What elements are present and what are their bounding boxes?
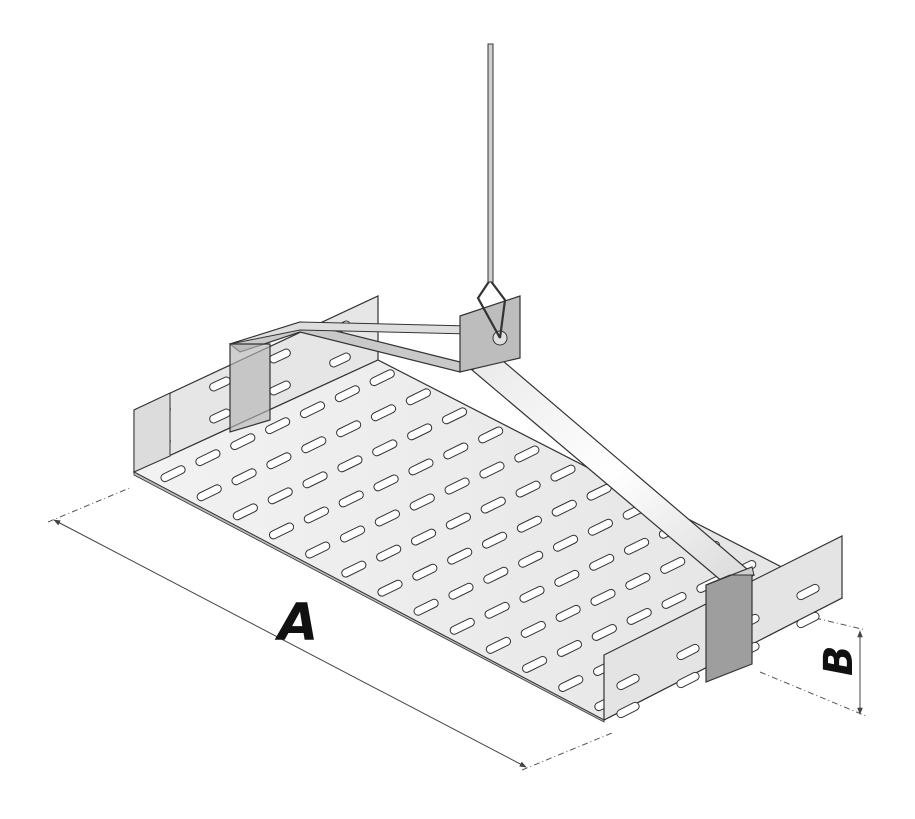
slot-hole [447, 547, 473, 565]
slot-hole [230, 433, 256, 451]
slot-hole [552, 534, 579, 552]
slot-hole [449, 617, 475, 635]
slot-hole [660, 556, 686, 574]
slot-hole [550, 464, 576, 482]
slot-hole [232, 503, 258, 521]
slot-hole [616, 673, 640, 691]
bracket-right-plate [459, 295, 521, 373]
dimension-a-extension-right [521, 732, 613, 771]
slot-hole [410, 528, 437, 546]
slot-hole [555, 604, 581, 622]
slot-hole [329, 352, 351, 368]
slot-hole [589, 553, 615, 571]
tray-left-wall [133, 392, 171, 473]
slot-hole [616, 701, 640, 719]
slot-hole [514, 445, 540, 463]
slot-hole [443, 442, 469, 460]
slot-hole [676, 643, 700, 661]
slot-hole [336, 420, 362, 438]
top-bracket [228, 295, 521, 433]
slot-hole [334, 385, 360, 403]
slot-hole [661, 592, 687, 609]
slot-hole [481, 531, 508, 549]
slot-hole [796, 611, 820, 629]
slot-hole [556, 640, 583, 657]
slot-hole [515, 480, 541, 498]
slot-hole [376, 544, 402, 562]
slot-hole [369, 369, 395, 387]
slot-hole [676, 671, 700, 689]
slot-hole [518, 550, 544, 568]
slot-hole [408, 458, 434, 476]
slot-hole [341, 560, 367, 578]
slot-hole [405, 388, 431, 406]
slot-hole [591, 624, 617, 641]
slot-hole [339, 525, 366, 543]
slot-hole [265, 417, 291, 435]
slot-hole [231, 468, 257, 486]
slot-hole [444, 477, 470, 495]
slot-hole [626, 608, 652, 625]
slot-hole [484, 601, 510, 619]
threaded-rod [487, 43, 494, 283]
slot-hole [372, 439, 398, 457]
slot-hole [301, 436, 327, 454]
slot-hole [373, 474, 399, 492]
slot-hole [407, 423, 433, 441]
slot-hole [485, 636, 512, 654]
slot-hole [413, 598, 439, 616]
slot-hole [409, 493, 435, 511]
slot-hole [590, 588, 616, 606]
slot-hole [519, 585, 545, 603]
hanger-hook [476, 279, 507, 339]
slot-hole [520, 620, 546, 638]
strap-bottom-clamp [705, 566, 753, 683]
dimension-a-label: A [274, 593, 318, 653]
slot-hole [266, 452, 292, 470]
slot-hole [558, 675, 584, 692]
slot-hole [551, 499, 577, 517]
slot-hole [522, 656, 548, 673]
slot-hole [337, 455, 363, 473]
bracket-left-leg [229, 343, 271, 433]
slot-hole [305, 541, 331, 559]
slot-hole [448, 582, 474, 600]
slot-hole [587, 518, 614, 536]
slot-hole [196, 484, 222, 502]
slot-hole [625, 572, 651, 590]
slot-hole [268, 522, 295, 540]
slot-hole [160, 465, 186, 483]
slot-hole [623, 537, 650, 555]
dimension-b-extension-bottom [759, 671, 867, 717]
slot-hole [478, 426, 504, 444]
slot-hole [483, 566, 509, 584]
dimension-a-line [53, 519, 527, 768]
slot-hole [267, 487, 293, 505]
dimension-a: A [47, 486, 613, 771]
slot-hole [516, 515, 542, 533]
dimension-a-extension-left [47, 486, 133, 523]
slot-hole [338, 490, 364, 508]
slot-hole [479, 461, 505, 479]
slot-hole [299, 401, 326, 419]
slot-hole [302, 471, 328, 489]
slot-hole [412, 563, 438, 581]
slot-hole [480, 496, 506, 514]
slot-hole [377, 579, 403, 597]
slot-hole [554, 569, 580, 587]
dimension-b-label: B [816, 646, 862, 677]
slot-hole [796, 583, 820, 601]
slot-hole [445, 512, 471, 530]
slot-hole [441, 407, 468, 425]
slot-hole [303, 506, 329, 524]
slot-hole [374, 509, 400, 527]
tray-floor-rim [133, 471, 605, 723]
slot-hole [370, 404, 397, 422]
slot-hole [195, 449, 221, 467]
